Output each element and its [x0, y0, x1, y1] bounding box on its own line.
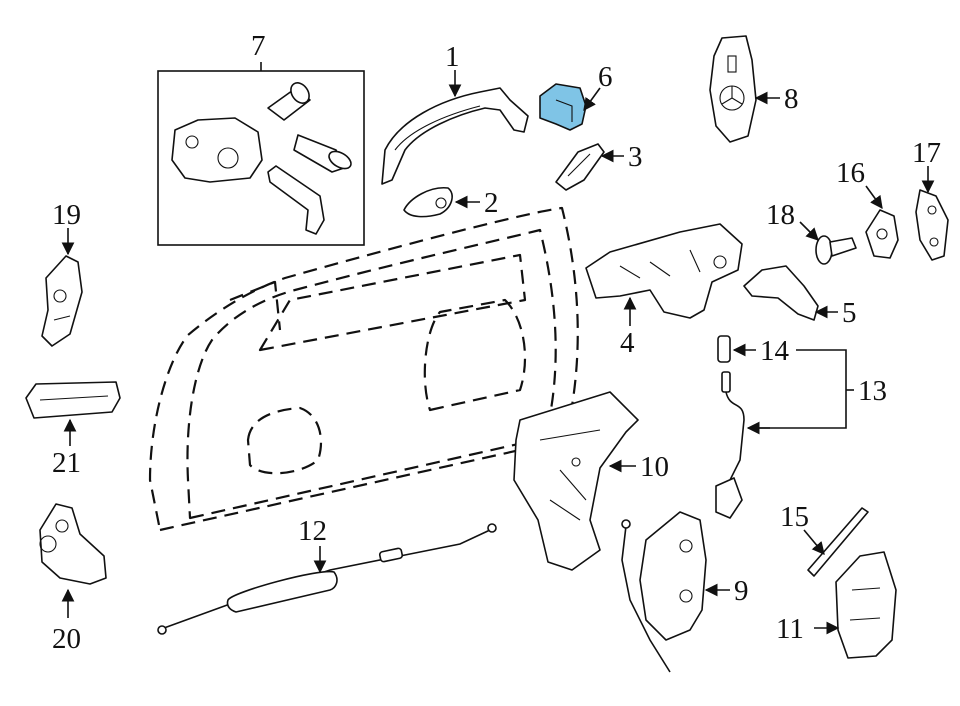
callout-3: 3	[628, 141, 643, 173]
door-outline	[148, 206, 579, 532]
part-16-striker	[865, 209, 899, 259]
part-3-gasket	[555, 143, 605, 191]
callout-13: 13	[858, 375, 887, 407]
part-13-wiring-harness	[715, 391, 745, 519]
three-pointed-star-icon	[721, 86, 743, 105]
callout-14: 14	[760, 335, 790, 367]
callout-15: 15	[780, 501, 809, 533]
leader-15	[803, 529, 825, 555]
callout-16: 16	[836, 157, 865, 189]
part-5-cover	[743, 265, 819, 321]
callout-10: 10	[640, 451, 669, 483]
callout-18: 18	[766, 199, 795, 231]
callout-2: 2	[484, 187, 499, 219]
part-12-release-cable	[157, 523, 497, 635]
part-4-handle-carrier	[585, 223, 743, 319]
callout-8: 8	[784, 83, 799, 115]
callout-5: 5	[842, 297, 857, 329]
part-2-handle-gasket	[403, 187, 453, 218]
callout-17: 17	[912, 137, 941, 169]
leader-16	[865, 185, 883, 210]
part-8-key-fob	[709, 35, 757, 143]
part-6-handle-bracket-highlighted	[539, 83, 587, 131]
callout-12: 12	[298, 515, 327, 547]
callout-4: 4	[620, 327, 635, 359]
part-19-hinge	[41, 255, 83, 347]
part-20-check-strap	[39, 503, 107, 585]
callout-20: 20	[52, 623, 81, 655]
bracket-13	[752, 349, 847, 429]
callout-21: 21	[52, 447, 81, 479]
part-15-rod	[807, 507, 869, 577]
callout-11: 11	[776, 613, 804, 645]
callout-7: 7	[251, 30, 266, 62]
callout-1: 1	[445, 41, 460, 73]
part-7-lock-kit	[157, 62, 365, 246]
part-11-latch-cover	[835, 551, 897, 659]
part-17-striker-plate	[915, 189, 949, 261]
part-1-outside-handle	[381, 87, 529, 185]
part-10-inner-cover	[513, 391, 639, 571]
callout-9: 9	[734, 575, 749, 607]
part-18-bolt	[815, 235, 857, 265]
part-9-lock-actuator	[621, 511, 707, 673]
callout-19: 19	[52, 199, 81, 231]
callout-6: 6	[598, 61, 613, 93]
part-21-inside-handle	[25, 381, 121, 419]
leader-6	[583, 87, 601, 112]
leader-18	[799, 221, 819, 241]
part-14-switch	[717, 335, 731, 393]
